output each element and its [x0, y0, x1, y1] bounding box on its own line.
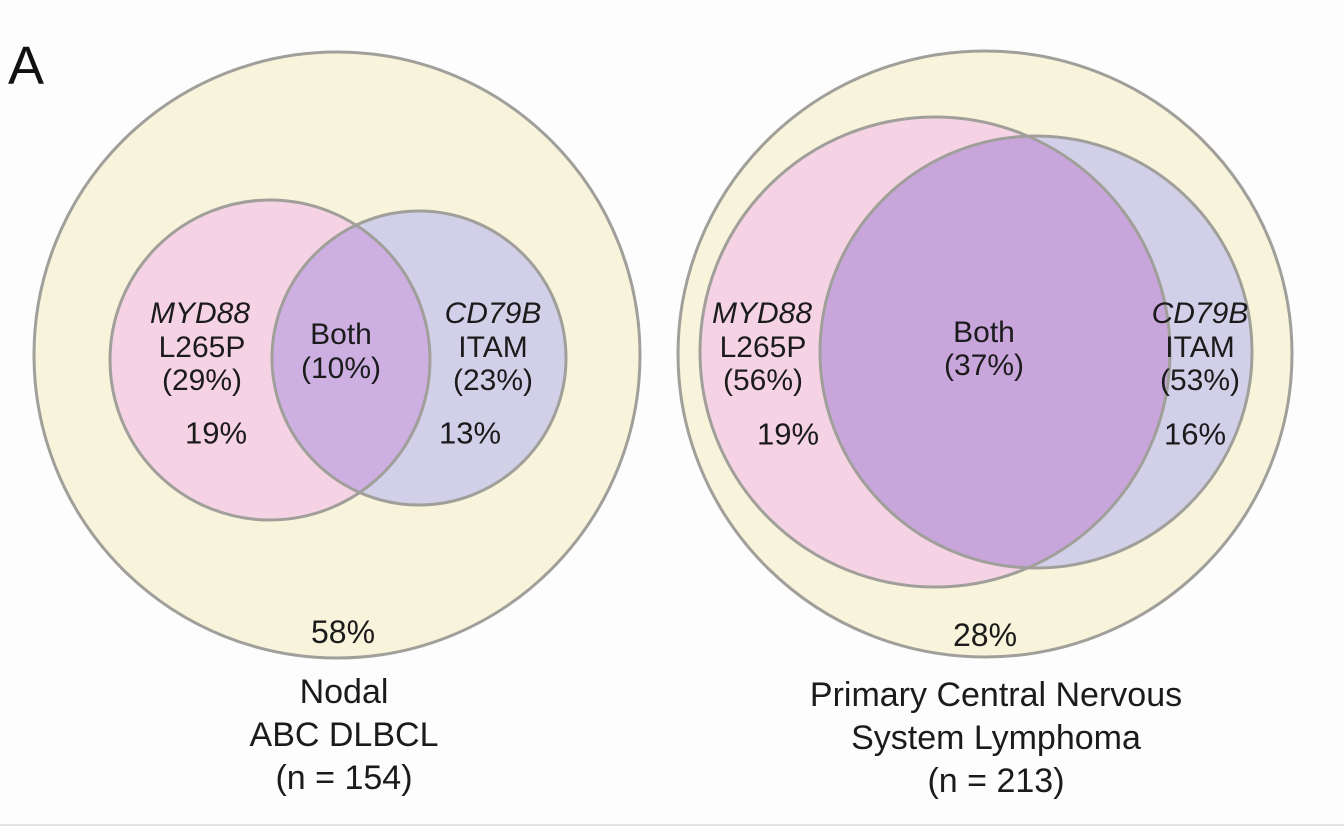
right-myd88-gene-label: MYD88 — [711, 297, 813, 330]
myd88-circle-right-outline — [698, 115, 1172, 589]
right-myd88-total-pct: (56%) — [722, 364, 804, 397]
left-both-label: Both — [310, 318, 372, 351]
left-cd79b-gene-label: CD79B — [444, 297, 542, 330]
left-caption-line2: ABC DLBCL — [249, 716, 439, 754]
left-caption-line3: (n = 154) — [275, 759, 413, 797]
left-myd88-mutation-label: L265P — [158, 331, 246, 364]
right-both-pct: (37%) — [943, 349, 1025, 382]
both-overlap-region-left — [272, 211, 430, 505]
venn-left-nodal-abc-dlbcl — [32, 50, 642, 660]
right-cd79b-total-pct: (53%) — [1159, 364, 1241, 397]
right-caption-line3: (n = 213) — [927, 762, 1065, 800]
right-myd88-exclusive-pct: 19% — [756, 416, 820, 452]
left-cd79b-total-pct: (23%) — [452, 364, 534, 397]
left-outer-exclusive-pct: 58% — [310, 614, 376, 650]
right-myd88-mutation-label: L265P — [719, 331, 807, 364]
left-myd88-gene-label: MYD88 — [149, 297, 251, 330]
right-cd79b-mutation-label: ITAM — [1165, 331, 1235, 364]
right-caption-line1: Primary Central Nervous — [809, 676, 1183, 714]
cd79b-circle-right-outline — [818, 134, 1254, 570]
myd88-circle-left-outline — [108, 198, 432, 522]
left-both-pct: (10%) — [300, 352, 382, 385]
right-both-label: Both — [953, 316, 1015, 349]
left-caption-line1: Nodal — [299, 673, 389, 711]
right-outer-exclusive-pct: 28% — [952, 617, 1018, 653]
left-cd79b-exclusive-pct: 13% — [438, 415, 502, 451]
venn-right-pcnsl — [676, 49, 1294, 659]
cd79b-circle-left-outline — [270, 209, 568, 507]
right-caption-line2: System Lymphoma — [851, 719, 1141, 757]
panel-label: A — [7, 36, 45, 96]
right-cd79b-exclusive-pct: 16% — [1163, 416, 1227, 452]
left-cd79b-mutation-label: ITAM — [458, 331, 528, 364]
left-myd88-total-pct: (29%) — [161, 364, 243, 397]
left-myd88-exclusive-pct: 19% — [184, 415, 248, 451]
right-cd79b-gene-label: CD79B — [1151, 297, 1249, 330]
